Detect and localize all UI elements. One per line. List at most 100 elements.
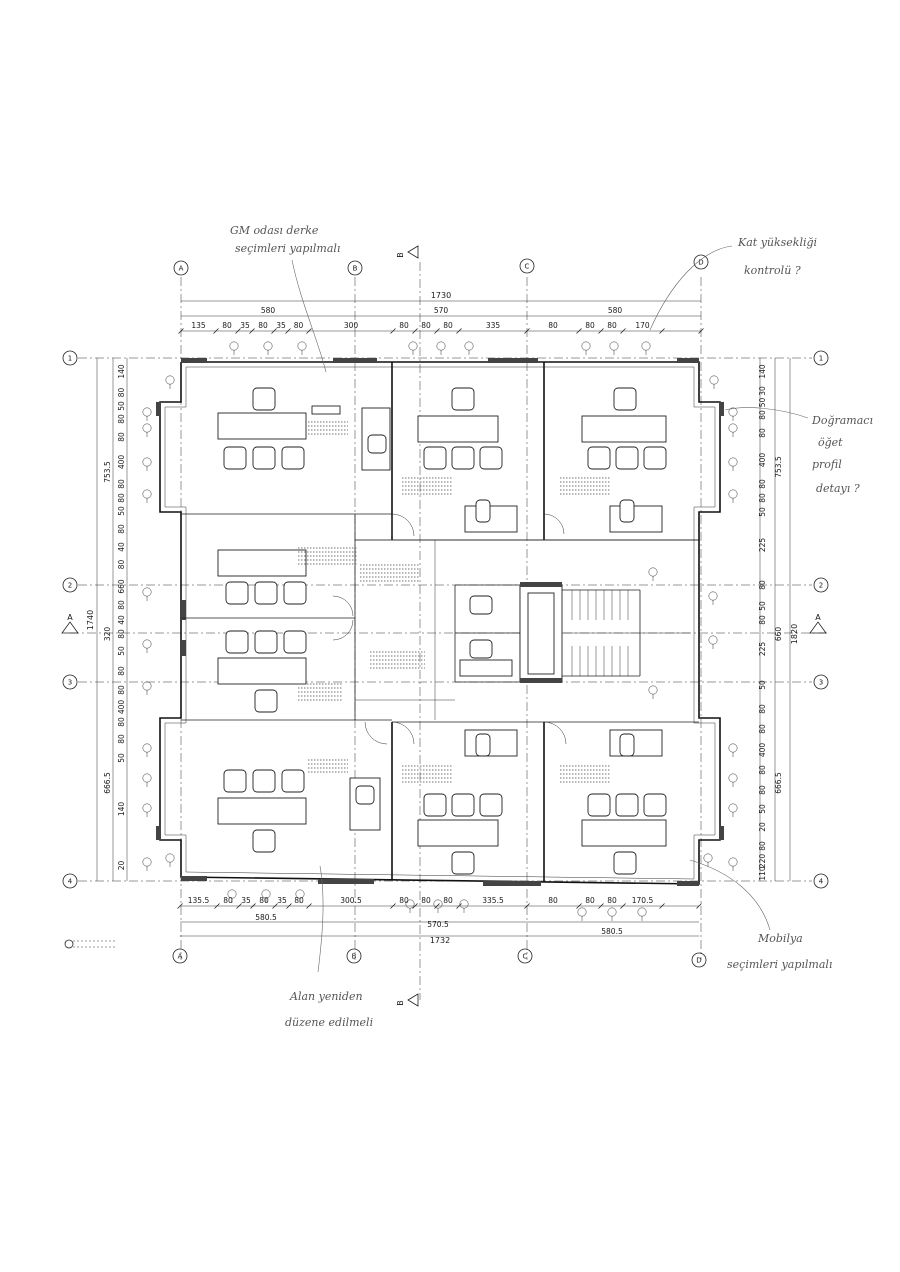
dim-left-tier3-4: 80: [117, 432, 126, 442]
office-chair: [252, 387, 276, 411]
wall-socket-symbols: [142, 341, 738, 921]
dograma-note-line2: öğet: [818, 436, 843, 449]
dim-bottom-580-5-a: 580.5: [255, 913, 277, 922]
dim-top-tier3-12: 80: [585, 321, 595, 330]
person-seat: [355, 785, 375, 805]
section-b-top: B: [396, 252, 405, 258]
grid-label-2-left: 2: [68, 582, 72, 590]
socket-symbol: [728, 423, 738, 433]
socket-symbol: [142, 489, 152, 499]
meeting-table: [217, 657, 307, 685]
dim-left-tier3-13: 80: [117, 600, 126, 610]
dim-left-tier3-7: 80: [117, 493, 126, 503]
dim-top-tier3-7: 80: [399, 321, 409, 330]
socket-symbol: [142, 803, 152, 813]
dim-right-tier3-7: 80: [758, 493, 767, 503]
dim-right-666-5: 666.5: [774, 772, 783, 794]
dim-left-tier3-20: 80: [117, 717, 126, 727]
office-chair: [613, 851, 637, 875]
office-desk: [581, 415, 667, 443]
dim-right-tier3-4: 80: [758, 428, 767, 438]
left-tier3-dimensions: 1408050808040080805080408066080408050808…: [117, 364, 126, 870]
socket-symbol: [165, 375, 175, 385]
socket-symbol: [703, 853, 713, 863]
office-chair: [615, 446, 639, 470]
dim-top-tier3-13: 80: [607, 321, 617, 330]
dim-left-tier3-6: 80: [117, 479, 126, 489]
label-box: [311, 405, 341, 415]
section-b-bottom: B: [396, 1000, 405, 1006]
dim-bottom-tier3-10: 335.5: [482, 896, 504, 905]
dim-left-tier3-16: 50: [117, 646, 126, 656]
socket-symbol: [142, 587, 152, 597]
grid-label-a-top: A: [179, 265, 184, 273]
gm-note-line2: seçimleri yapılmalı: [235, 242, 340, 255]
socket-symbol: [728, 407, 738, 417]
dim-right-tier3-5: 400: [758, 453, 767, 468]
socket-symbol: [648, 567, 658, 577]
office-chair: [479, 793, 503, 817]
dim-right-tier3-1: 30: [758, 386, 767, 396]
dim-top-tier3-2: 35: [240, 321, 250, 330]
office-chair: [451, 446, 475, 470]
office-chair: [587, 793, 611, 817]
dim-left-tier3-24: 20: [117, 861, 126, 871]
annotation-furniture: Mobilya seçimleri yapılmalı: [689, 859, 832, 971]
dim-left-tier3-12: 660: [117, 579, 126, 594]
dim-left-tier3-15: 80: [117, 629, 126, 639]
right-dimensions: 1820 753.5 660 666.5 1403050808040080805…: [758, 358, 799, 881]
dim-left-tier3-10: 40: [117, 542, 126, 552]
dim-bottom-570-5: 570.5: [427, 920, 449, 929]
dim-right-tier3-12: 80: [758, 615, 767, 625]
section-a-right: A: [815, 613, 821, 622]
grid-bubbles: A B C D A B C D 1 2 3 4 1 2 3 4: [62, 254, 829, 968]
socket-symbol: [464, 341, 474, 351]
dim-right-tier3-10: 80: [758, 580, 767, 590]
dim-top-tier3-9: 80: [443, 321, 453, 330]
dim-bottom-tier3-12: 80: [585, 896, 595, 905]
dim-right-tier3-20: 50: [758, 804, 767, 814]
mobilya-note-line2: seçimleri yapılmalı: [727, 958, 832, 971]
dim-top-570: 570: [434, 306, 449, 315]
office-chair: [479, 446, 503, 470]
socket-symbol: [142, 457, 152, 467]
office-desk: [417, 819, 499, 847]
grid-label-d-top: D: [698, 259, 703, 267]
grid-label-4-right: 4: [819, 878, 824, 886]
building-outline: [156, 358, 724, 886]
dim-bottom-tier3-4: 35: [277, 896, 287, 905]
dim-top-tier3-5: 80: [294, 321, 304, 330]
dim-bottom-tier3-11: 80: [548, 896, 558, 905]
socket-symbol: [708, 635, 718, 645]
dim-left-tier3-2: 50: [117, 401, 126, 411]
office-chair: [451, 387, 475, 411]
dim-top-tier3-10: 335: [486, 321, 501, 330]
dim-bottom-tier3-5: 80: [294, 896, 304, 905]
socket-symbol: [637, 907, 647, 917]
dim-bottom-tier3-7: 80: [399, 896, 409, 905]
mobilya-note-line1: Mobilya: [757, 932, 803, 945]
socket-symbol: [728, 489, 738, 499]
section-a-left: A: [67, 613, 73, 622]
annotation-area: Alan yeniden düzene edilmeli: [285, 865, 373, 1029]
north-arrow-symbol: [64, 939, 115, 949]
right-tier3-dimensions: 1403050808040080805022580508022550808040…: [758, 364, 767, 881]
dim-bottom-tier3-1: 80: [223, 896, 233, 905]
dim-left-tier3-18: 80: [117, 685, 126, 695]
dim-left-tier3-23: 140: [117, 802, 126, 817]
dim-top-tier3-11: 80: [548, 321, 558, 330]
socket-symbol: [581, 341, 591, 351]
office-desk: [217, 412, 307, 440]
gm-note-line1: GM odası derke: [230, 224, 319, 237]
dim-right-tier3-8: 50: [758, 507, 767, 517]
dim-right-tier3-24: 110: [758, 866, 767, 881]
socket-symbol: [408, 341, 418, 351]
dim-bottom-tier3-14: 170.5: [632, 896, 654, 905]
dim-right-tier3-14: 50: [758, 680, 767, 690]
office-chair: [281, 769, 305, 793]
grid-label-a-bottom: A: [178, 953, 183, 961]
socket-symbol: [229, 341, 239, 351]
dim-bottom-tier3-6: 300.5: [340, 896, 362, 905]
